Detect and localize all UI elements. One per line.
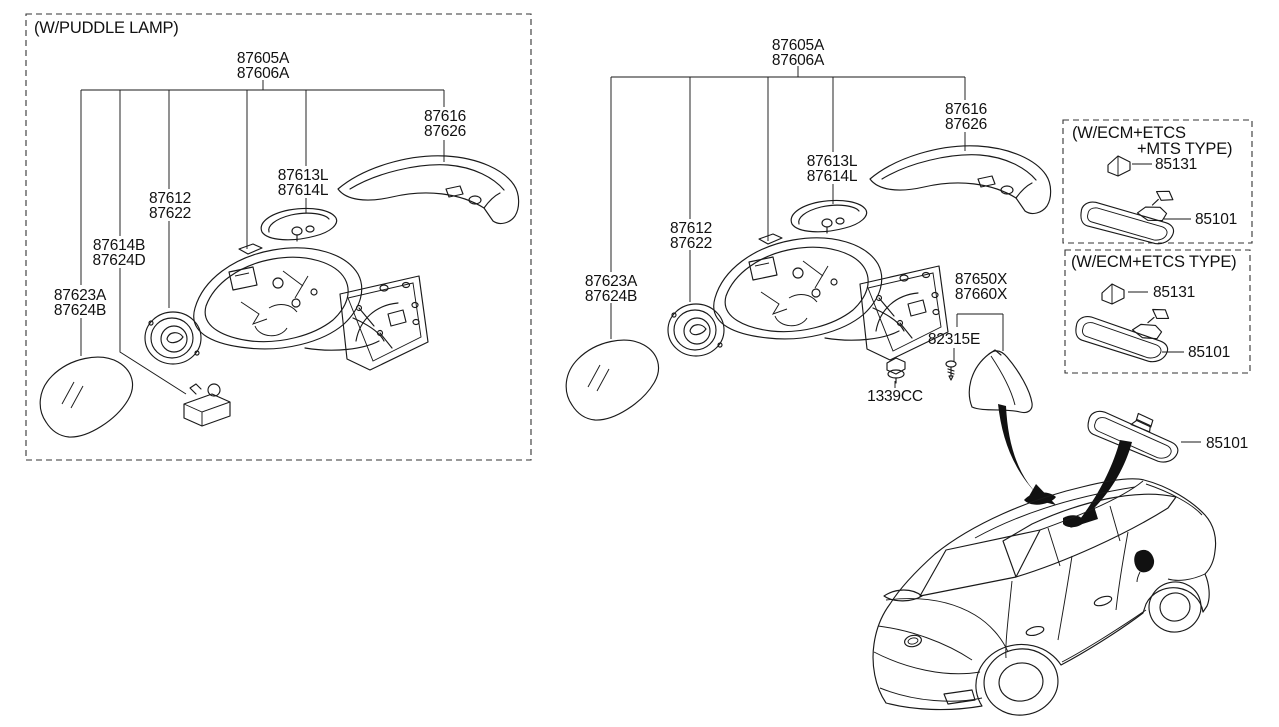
vehicle-illustration <box>872 478 1217 716</box>
part-label-mirror-glass: 87623A <box>54 287 107 304</box>
mirror-glass-drawing <box>565 339 660 421</box>
hood-crease <box>885 598 1009 653</box>
part-label-mirror-actuator: 87612 <box>149 190 191 207</box>
brand-emblem-inner <box>907 637 919 645</box>
part-label-mirror-bulb: 85131 <box>1153 284 1195 301</box>
mirror-cover-drawing <box>337 155 520 225</box>
headlight <box>883 589 923 602</box>
puddle-lamp-box-border <box>25 13 532 461</box>
part-label-mirror-assembly: 87606A <box>237 65 290 82</box>
door-seams <box>1005 531 1129 659</box>
part-label-mirror-glass: 87624B <box>54 302 106 319</box>
ecm-box-title: (W/ECM+ETCS TYPE) <box>1071 253 1236 271</box>
part-label-mirror-glass: 87624B <box>585 288 637 305</box>
mounting-nut-drawing <box>886 357 906 384</box>
part-label-puddle-lamp: 87614B <box>93 237 145 254</box>
part-label-turn-signal: 87613L <box>807 153 858 170</box>
center-leader-lines <box>610 66 1004 388</box>
front-door-handle <box>1025 625 1045 637</box>
roof-drip-line <box>1039 480 1144 531</box>
turn-signal-lamp-drawing <box>790 199 868 234</box>
sunroof-line <box>974 486 1136 539</box>
part-label-mirror-cover: 87616 <box>945 101 987 118</box>
part-label-mirror-cover: 87616 <box>424 108 466 125</box>
standard-inside-mirror: 85101 <box>1083 394 1248 471</box>
hood-lower-crease <box>877 625 973 661</box>
windshield-mount-mark <box>1063 515 1084 528</box>
rear-wheel <box>1148 581 1202 633</box>
part-label-corner-garnish: 87660X <box>955 286 1008 303</box>
mirror-assembly-drawing <box>713 233 949 361</box>
puddle-lamp-variant-box: (W/PUDDLE LAMP) 87605A 87606A 87616 8762… <box>25 13 532 461</box>
puddle-lamp-drawing <box>183 383 231 427</box>
ecm-leader-lines <box>1128 291 1184 353</box>
location-arrows <box>998 404 1132 528</box>
door-pillars <box>1047 505 1121 567</box>
corner-garnish-drawing <box>968 349 1033 414</box>
car-body-outline <box>872 478 1217 711</box>
ecm-box-border <box>1064 249 1251 374</box>
part-label-mirror-actuator: 87622 <box>670 235 712 252</box>
mirror-assembly-drawing <box>193 243 429 371</box>
part-label-mirror-bulb: 85131 <box>1155 156 1197 173</box>
front-wheel-rim <box>998 662 1044 702</box>
fog-lamp <box>943 689 976 705</box>
mirror-bulb-drawing <box>1107 155 1131 177</box>
ecm-mts-box-title: (W/ECM+ETCS <box>1072 124 1186 142</box>
turn-signal-lamp-drawing <box>260 207 338 242</box>
mirror-actuator-drawing <box>144 311 202 365</box>
part-label-mirror-cover: 87626 <box>945 116 987 133</box>
rear-door-handle <box>1093 595 1113 607</box>
inside-mirror-drawing <box>1076 167 1186 252</box>
part-label-corner-garnish: 87650X <box>955 271 1008 288</box>
part-label-mirror-assembly: 87606A <box>772 52 825 69</box>
door-mirror-silhouette <box>1134 549 1155 573</box>
part-label-inside-mirror: 85101 <box>1195 211 1237 228</box>
part-label-inside-mirror: 85101 <box>1206 435 1248 452</box>
ecm-mts-box-border <box>1062 119 1253 244</box>
garnish-screw-drawing <box>945 360 957 381</box>
ecm-variant-box: (W/ECM+ETCS TYPE) 85131 85101 <box>1064 249 1251 374</box>
windshield <box>919 529 1041 597</box>
mirror-bulb-drawing <box>1101 283 1125 305</box>
part-label-mirror-glass: 87623A <box>585 273 638 290</box>
mirror-actuator-drawing <box>667 303 725 357</box>
inside-mirror-drawing <box>1083 394 1187 471</box>
brand-emblem <box>904 634 922 648</box>
door-mirror-stem <box>1136 571 1141 583</box>
part-label-turn-signal: 87613L <box>278 167 329 184</box>
standard-mirror-diagram: 87605A 87606A 87616 87626 87613L 87614L … <box>565 37 1052 421</box>
part-label-mounting-nut: 1339CC <box>867 388 923 405</box>
part-label-mirror-actuator: 87612 <box>670 220 712 237</box>
ecm-mts-box-title: +MTS TYPE) <box>1137 140 1232 158</box>
part-label-mirror-assembly: 87605A <box>772 37 825 54</box>
puddle-lamp-box-title: (W/PUDDLE LAMP) <box>34 19 179 37</box>
part-label-puddle-lamp: 87624D <box>92 252 145 269</box>
part-label-mirror-actuator: 87622 <box>149 205 191 222</box>
front-bumper-lines <box>873 651 983 702</box>
part-label-turn-signal: 87614L <box>278 182 329 199</box>
garnish-location-arrow <box>998 404 1046 502</box>
front-wheel <box>983 648 1059 716</box>
ecm-mts-leader-lines <box>1132 163 1191 220</box>
part-label-garnish-screw: 82315E <box>928 331 980 348</box>
part-label-inside-mirror: 85101 <box>1188 344 1230 361</box>
part-label-mirror-assembly: 87605A <box>237 50 290 67</box>
rear-body-lines <box>1061 483 1206 663</box>
mirror-glass-drawing <box>39 356 134 438</box>
ecm-mts-variant-box: (W/ECM+ETCS +MTS TYPE) 85131 85101 <box>1062 119 1253 252</box>
mirror-cover-drawing <box>869 145 1052 215</box>
left-leader-lines <box>80 80 445 395</box>
part-label-turn-signal: 87614L <box>807 168 858 185</box>
part-label-mirror-cover: 87626 <box>424 123 466 140</box>
rear-wheel-rim <box>1159 592 1191 622</box>
